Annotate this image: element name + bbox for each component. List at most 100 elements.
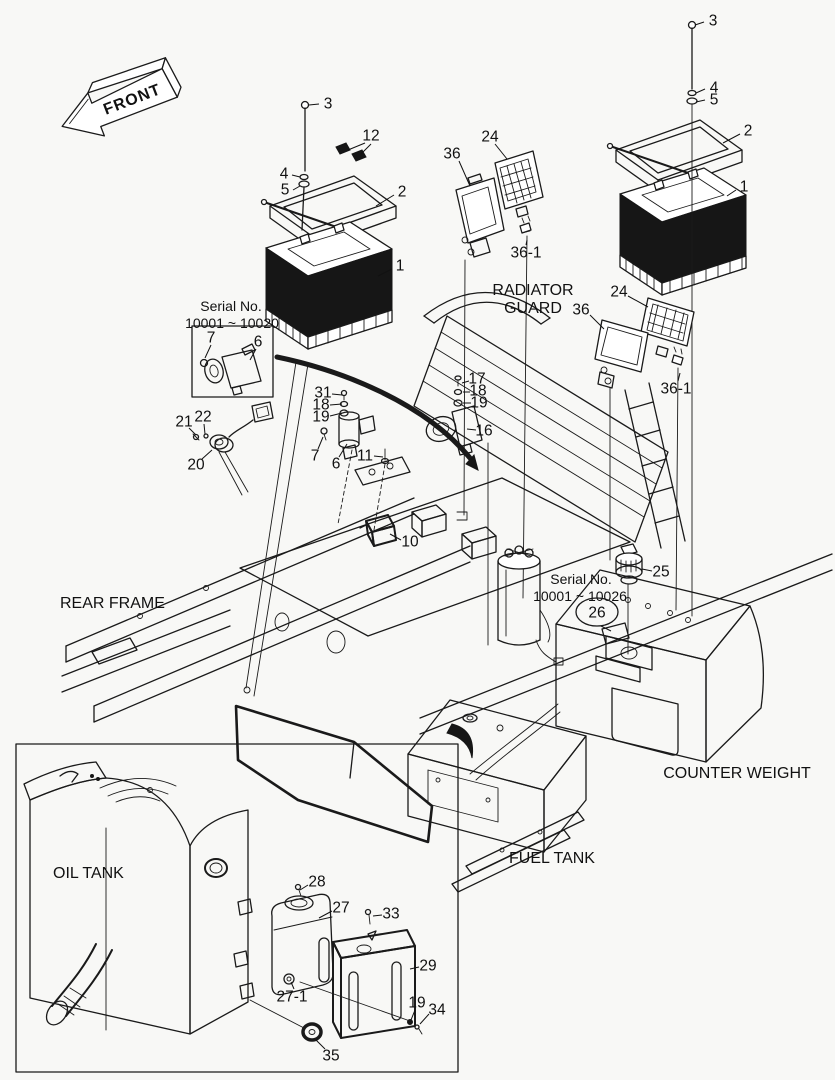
callout-25: 25 <box>652 564 669 581</box>
callout-2: 2 <box>744 123 753 140</box>
serial-note-battery-line2: 10001 ~ 10020 <box>185 315 279 331</box>
circled-callout-26: 26 <box>575 597 619 632</box>
callout-1: 1 <box>396 258 405 275</box>
grille-grid-center <box>500 161 536 204</box>
leader-line-1 <box>377 268 393 277</box>
callout-6: 6 <box>254 334 263 351</box>
washer-tank-group <box>249 883 423 1042</box>
leader-line-11 <box>373 455 384 458</box>
leader-line-29 <box>409 966 420 970</box>
leader-line-10 <box>389 533 402 541</box>
fuel-tank-structure <box>407 699 587 893</box>
grille-grid-right <box>647 304 686 340</box>
callout-27: 27 <box>332 900 349 917</box>
callout-26: 26 <box>588 605 605 622</box>
leader-line-3 <box>308 103 320 106</box>
rear-frame-structure <box>61 456 833 844</box>
callout-17: 17 <box>468 371 485 388</box>
leader-line-24 <box>494 143 508 160</box>
battery-cell-ticks-left <box>271 310 389 347</box>
guard-ladder <box>624 382 686 549</box>
counterweight <box>469 569 765 781</box>
callout-33: 33 <box>382 906 399 923</box>
leader-line-19 <box>410 1009 416 1021</box>
callout-2: 2 <box>398 184 407 201</box>
fuel-tank-label: FUEL TANK <box>509 850 595 867</box>
callout-4: 4 <box>710 80 719 97</box>
callout-28: 28 <box>308 874 325 891</box>
leader-line-18 <box>329 403 343 406</box>
front-arrow: FRONT <box>61 57 182 137</box>
leader-line-4 <box>695 88 706 94</box>
leader-line-2 <box>722 133 741 144</box>
leader-line-36 <box>458 160 471 187</box>
rear-frame-label: REAR FRAME <box>60 595 165 612</box>
relay-10 <box>359 514 397 547</box>
leader-line-31 <box>331 393 343 396</box>
leader-line-22 <box>203 423 206 435</box>
callout-19: 19 <box>312 409 329 426</box>
callout-4: 4 <box>280 166 289 183</box>
work-lamp-right <box>594 297 695 611</box>
leader-line-36-1 <box>677 372 681 382</box>
callout-35: 35 <box>322 1048 339 1065</box>
callout-31: 31 <box>314 385 331 402</box>
leader-line-20 <box>201 449 213 460</box>
callout-7: 7 <box>207 330 216 347</box>
leader-line-5 <box>695 99 706 103</box>
leader-line-4 <box>291 174 301 178</box>
callout-16: 16 <box>475 423 492 440</box>
leader-line-12 <box>347 142 366 151</box>
radiator-guard-label-2: GUARD <box>504 300 562 317</box>
leader-line-24 <box>627 295 649 308</box>
oil-tank-label: OIL TANK <box>53 865 124 882</box>
callout-22: 22 <box>194 409 211 426</box>
leader-line-27 <box>318 910 333 919</box>
leader-line-7 <box>204 344 212 359</box>
work-lamp-center <box>455 150 544 599</box>
leader-line-3 <box>694 21 705 26</box>
callout-36: 36 <box>443 146 460 163</box>
leader-line-27-1 <box>290 981 295 990</box>
callout-20: 20 <box>187 457 205 474</box>
wire-harness <box>192 401 274 496</box>
counter-weight-label: COUNTER WEIGHT <box>663 765 811 782</box>
callout-36-1: 36-1 <box>660 381 691 398</box>
callout-29: 29 <box>419 958 436 975</box>
leader-line-6 <box>338 443 348 458</box>
callout-3: 3 <box>324 96 333 113</box>
leader-line-21 <box>188 427 197 436</box>
callout-5: 5 <box>281 182 290 199</box>
leader-line-7 <box>317 436 324 450</box>
leader-line-25 <box>641 568 653 572</box>
callout-36: 36 <box>572 302 589 319</box>
leader-line-6 <box>249 348 257 361</box>
callout-11: 11 <box>357 448 373 465</box>
oil-tank-inset <box>15 743 459 1073</box>
callout-12: 12 <box>362 128 379 145</box>
leader-line-16 <box>466 428 477 431</box>
callout-10: 10 <box>401 534 419 551</box>
leader-line-33 <box>372 914 383 917</box>
battery-assembly-left <box>243 100 397 697</box>
leader-line-34 <box>419 1013 430 1025</box>
callout-18: 18 <box>312 397 329 414</box>
horn-right <box>425 375 489 646</box>
battery-assembly-right <box>606 20 747 617</box>
cap-25-plate-26 <box>601 543 643 655</box>
leader-line-2 <box>375 194 395 207</box>
serial-note-counterweight-line1: Serial No. <box>550 571 611 587</box>
area-labels: RADIATOR GUARD REAR FRAME COUNTER WEIGHT… <box>53 282 811 882</box>
leader-line-12 <box>360 143 372 155</box>
radiator-guard-label-1: RADIATOR <box>492 282 573 299</box>
callout-19: 19 <box>470 395 487 412</box>
callout-18: 18 <box>469 383 486 400</box>
serial-note-counterweight-line2: 10001 ~ 10026 <box>533 588 627 604</box>
callout-19: 19 <box>408 995 425 1012</box>
leader-line-5 <box>292 185 301 191</box>
callout-5: 5 <box>710 92 719 109</box>
fuel-filter <box>497 545 564 666</box>
